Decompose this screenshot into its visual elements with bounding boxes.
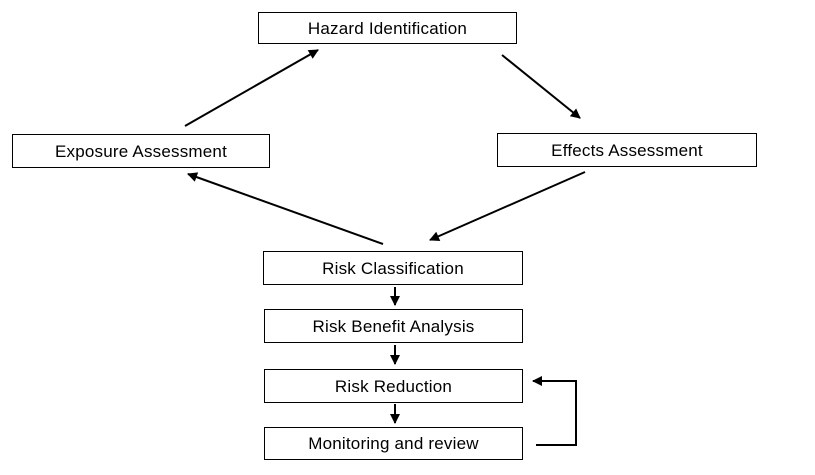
node-risk-classification: Risk Classification — [263, 251, 523, 285]
node-hazard-identification: Hazard Identification — [258, 12, 517, 44]
arrow-effects-assessment-to-risk-classification — [429, 171, 586, 241]
node-monitoring-and-review: Monitoring and review — [264, 427, 523, 460]
arrow-exposure-assessment-to-hazard-identification — [184, 49, 319, 127]
node-effects-assessment: Effects Assessment — [497, 133, 757, 167]
arrow-risk-classification-to-exposure-assessment — [187, 172, 384, 245]
arrow-hazard-identification-to-effects-assessment — [501, 54, 581, 119]
arrow-monitoring-and-review-to-risk-reduction — [532, 376, 577, 446]
node-risk-benefit-analysis: Risk Benefit Analysis — [264, 309, 523, 343]
node-risk-reduction: Risk Reduction — [264, 369, 523, 403]
node-exposure-assessment: Exposure Assessment — [12, 134, 270, 168]
